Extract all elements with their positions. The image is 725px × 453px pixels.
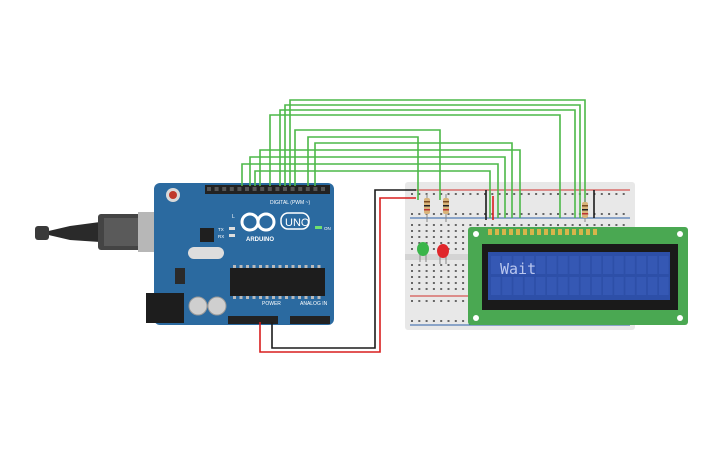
ground-wire xyxy=(271,189,416,349)
signal-wire xyxy=(241,163,499,218)
led-rx-label: RX xyxy=(218,234,224,239)
arduino-uno-board: DIGITAL (PWM ~) ARDUINO UNO L TX RX ON P… xyxy=(146,183,334,325)
usb-cable xyxy=(35,212,164,252)
digital-pin[interactable] xyxy=(321,187,325,191)
digital-pin[interactable] xyxy=(298,187,303,191)
digital-header xyxy=(205,185,330,194)
signal-wire xyxy=(307,136,419,200)
lcd-pin xyxy=(530,229,534,235)
lcd-pin xyxy=(544,229,548,235)
leds xyxy=(417,242,449,264)
lcd-pin xyxy=(488,229,492,235)
digital-pin[interactable] xyxy=(207,187,211,191)
signal-wire xyxy=(254,170,491,218)
lcd-pin xyxy=(509,229,513,235)
led-tx-label: TX xyxy=(218,227,224,232)
signal-wire xyxy=(284,104,581,218)
atmega-chip xyxy=(230,268,325,296)
digital-pin[interactable] xyxy=(245,187,249,191)
lcd-pin xyxy=(593,229,597,235)
resistor xyxy=(582,198,588,222)
digital-pin[interactable] xyxy=(267,187,272,191)
model-label: UNO xyxy=(285,217,310,229)
power-wire xyxy=(259,197,416,353)
lcd-pin xyxy=(523,229,527,235)
lcd-module: Wait xyxy=(468,227,688,325)
signal-wire xyxy=(289,99,586,218)
lcd-pin xyxy=(537,229,541,235)
resistor xyxy=(443,194,449,222)
digital-pin[interactable] xyxy=(290,187,295,191)
led-l-label: L xyxy=(232,214,235,220)
lcd-pin xyxy=(495,229,499,235)
lcd-pin xyxy=(572,229,576,235)
digital-pin[interactable] xyxy=(305,187,310,191)
analog-header xyxy=(290,316,330,324)
resistors xyxy=(424,194,588,222)
wires xyxy=(241,99,595,353)
lcd-pin xyxy=(558,229,562,235)
signal-wire xyxy=(294,129,441,200)
lcd-pin xyxy=(551,229,555,235)
digital-pin[interactable] xyxy=(283,187,287,191)
digital-pin[interactable] xyxy=(222,187,227,191)
lcd-pin xyxy=(586,229,590,235)
power-jack xyxy=(146,293,184,323)
on-led xyxy=(315,226,322,229)
lcd-pin xyxy=(565,229,569,235)
crystal xyxy=(188,247,224,259)
digital-header-label: DIGITAL (PWM ~) xyxy=(270,200,310,206)
resistor xyxy=(424,194,430,222)
digital-pin[interactable] xyxy=(237,187,242,191)
analog-label: ANALOG IN xyxy=(300,301,328,307)
brand-label: ARDUINO xyxy=(246,237,274,243)
lcd-pin xyxy=(516,229,520,235)
on-label: ON xyxy=(324,226,331,231)
lcd-display-text: Wait xyxy=(500,260,536,278)
usb-chip xyxy=(200,228,214,242)
power-label: POWER xyxy=(262,301,281,307)
digital-pin-row xyxy=(207,187,325,191)
lcd-pin xyxy=(502,229,506,235)
green-led xyxy=(417,242,429,262)
lcd-pin-header xyxy=(488,229,597,235)
red-led xyxy=(437,244,449,264)
digital-pin[interactable] xyxy=(229,187,234,191)
digital-pin[interactable] xyxy=(313,187,318,191)
digital-pin[interactable] xyxy=(275,187,280,191)
arduino-logo: ARDUINO UNO xyxy=(240,212,310,243)
signal-wire xyxy=(259,149,521,218)
signal-wire xyxy=(249,156,506,218)
power-header xyxy=(228,316,278,324)
signal-wire xyxy=(279,109,576,218)
lcd-pin xyxy=(579,229,583,235)
digital-pin[interactable] xyxy=(260,187,265,191)
digital-pin[interactable] xyxy=(214,187,219,191)
digital-pin[interactable] xyxy=(252,187,257,191)
